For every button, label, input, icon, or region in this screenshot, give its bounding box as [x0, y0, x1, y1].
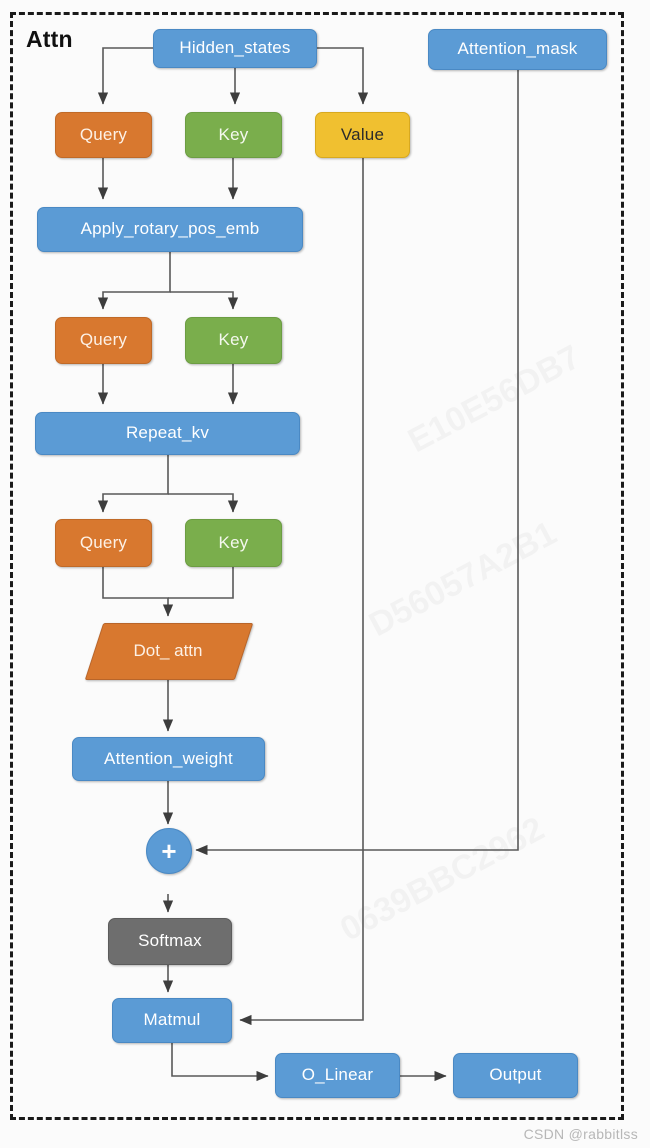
node-label: Softmax	[138, 931, 202, 951]
node-key-2[interactable]: Key	[185, 317, 282, 364]
node-label: Value	[340, 124, 385, 144]
node-value[interactable]: Value	[315, 112, 410, 158]
node-softmax[interactable]: Softmax	[108, 918, 232, 965]
node-label: Key	[218, 124, 249, 144]
node-label: Query	[79, 124, 128, 144]
node-repeat-kv[interactable]: Repeat_kv	[35, 412, 300, 455]
node-label: Query	[79, 532, 128, 552]
node-label: Repeat_kv	[125, 423, 210, 443]
node-label: Apply_rotary_pos_emb	[80, 219, 260, 239]
node-attention-mask[interactable]: Attention_mask	[428, 29, 607, 70]
attn-group-frame	[10, 12, 624, 1120]
node-output[interactable]: Output	[453, 1053, 578, 1098]
node-label: O_Linear	[301, 1065, 374, 1085]
source-watermark: CSDN @rabbitlss	[523, 1126, 638, 1142]
node-label: Hidden_states	[179, 38, 291, 58]
page-title: Attn	[26, 26, 73, 52]
node-hidden-states[interactable]: Hidden_states	[153, 29, 317, 68]
node-label: Key	[218, 330, 249, 350]
node-label: Query	[79, 330, 128, 350]
node-label: Key	[218, 532, 249, 552]
node-label: Attention_mask	[457, 39, 578, 59]
node-query-3[interactable]: Query	[55, 519, 152, 567]
node-matmul[interactable]: Matmul	[112, 998, 232, 1043]
node-apply-rotary-pos-emb[interactable]: Apply_rotary_pos_emb	[37, 207, 303, 252]
node-key-3[interactable]: Key	[185, 519, 282, 567]
node-dot-attn[interactable]: Dot_ attn	[84, 623, 254, 680]
node-query-1[interactable]: Query	[55, 112, 152, 158]
plus-icon: +	[161, 836, 177, 866]
node-label: Output	[489, 1065, 542, 1085]
node-label: Attention_weight	[104, 748, 233, 768]
node-query-2[interactable]: Query	[55, 317, 152, 364]
node-key-1[interactable]: Key	[185, 112, 282, 158]
node-attention-weight[interactable]: Attention_weight	[72, 737, 265, 781]
node-o-linear[interactable]: O_Linear	[275, 1053, 400, 1098]
node-label: Matmul	[143, 1010, 201, 1030]
node-label: Dot_ attn	[133, 640, 203, 660]
node-add-operator[interactable]: +	[146, 828, 192, 874]
